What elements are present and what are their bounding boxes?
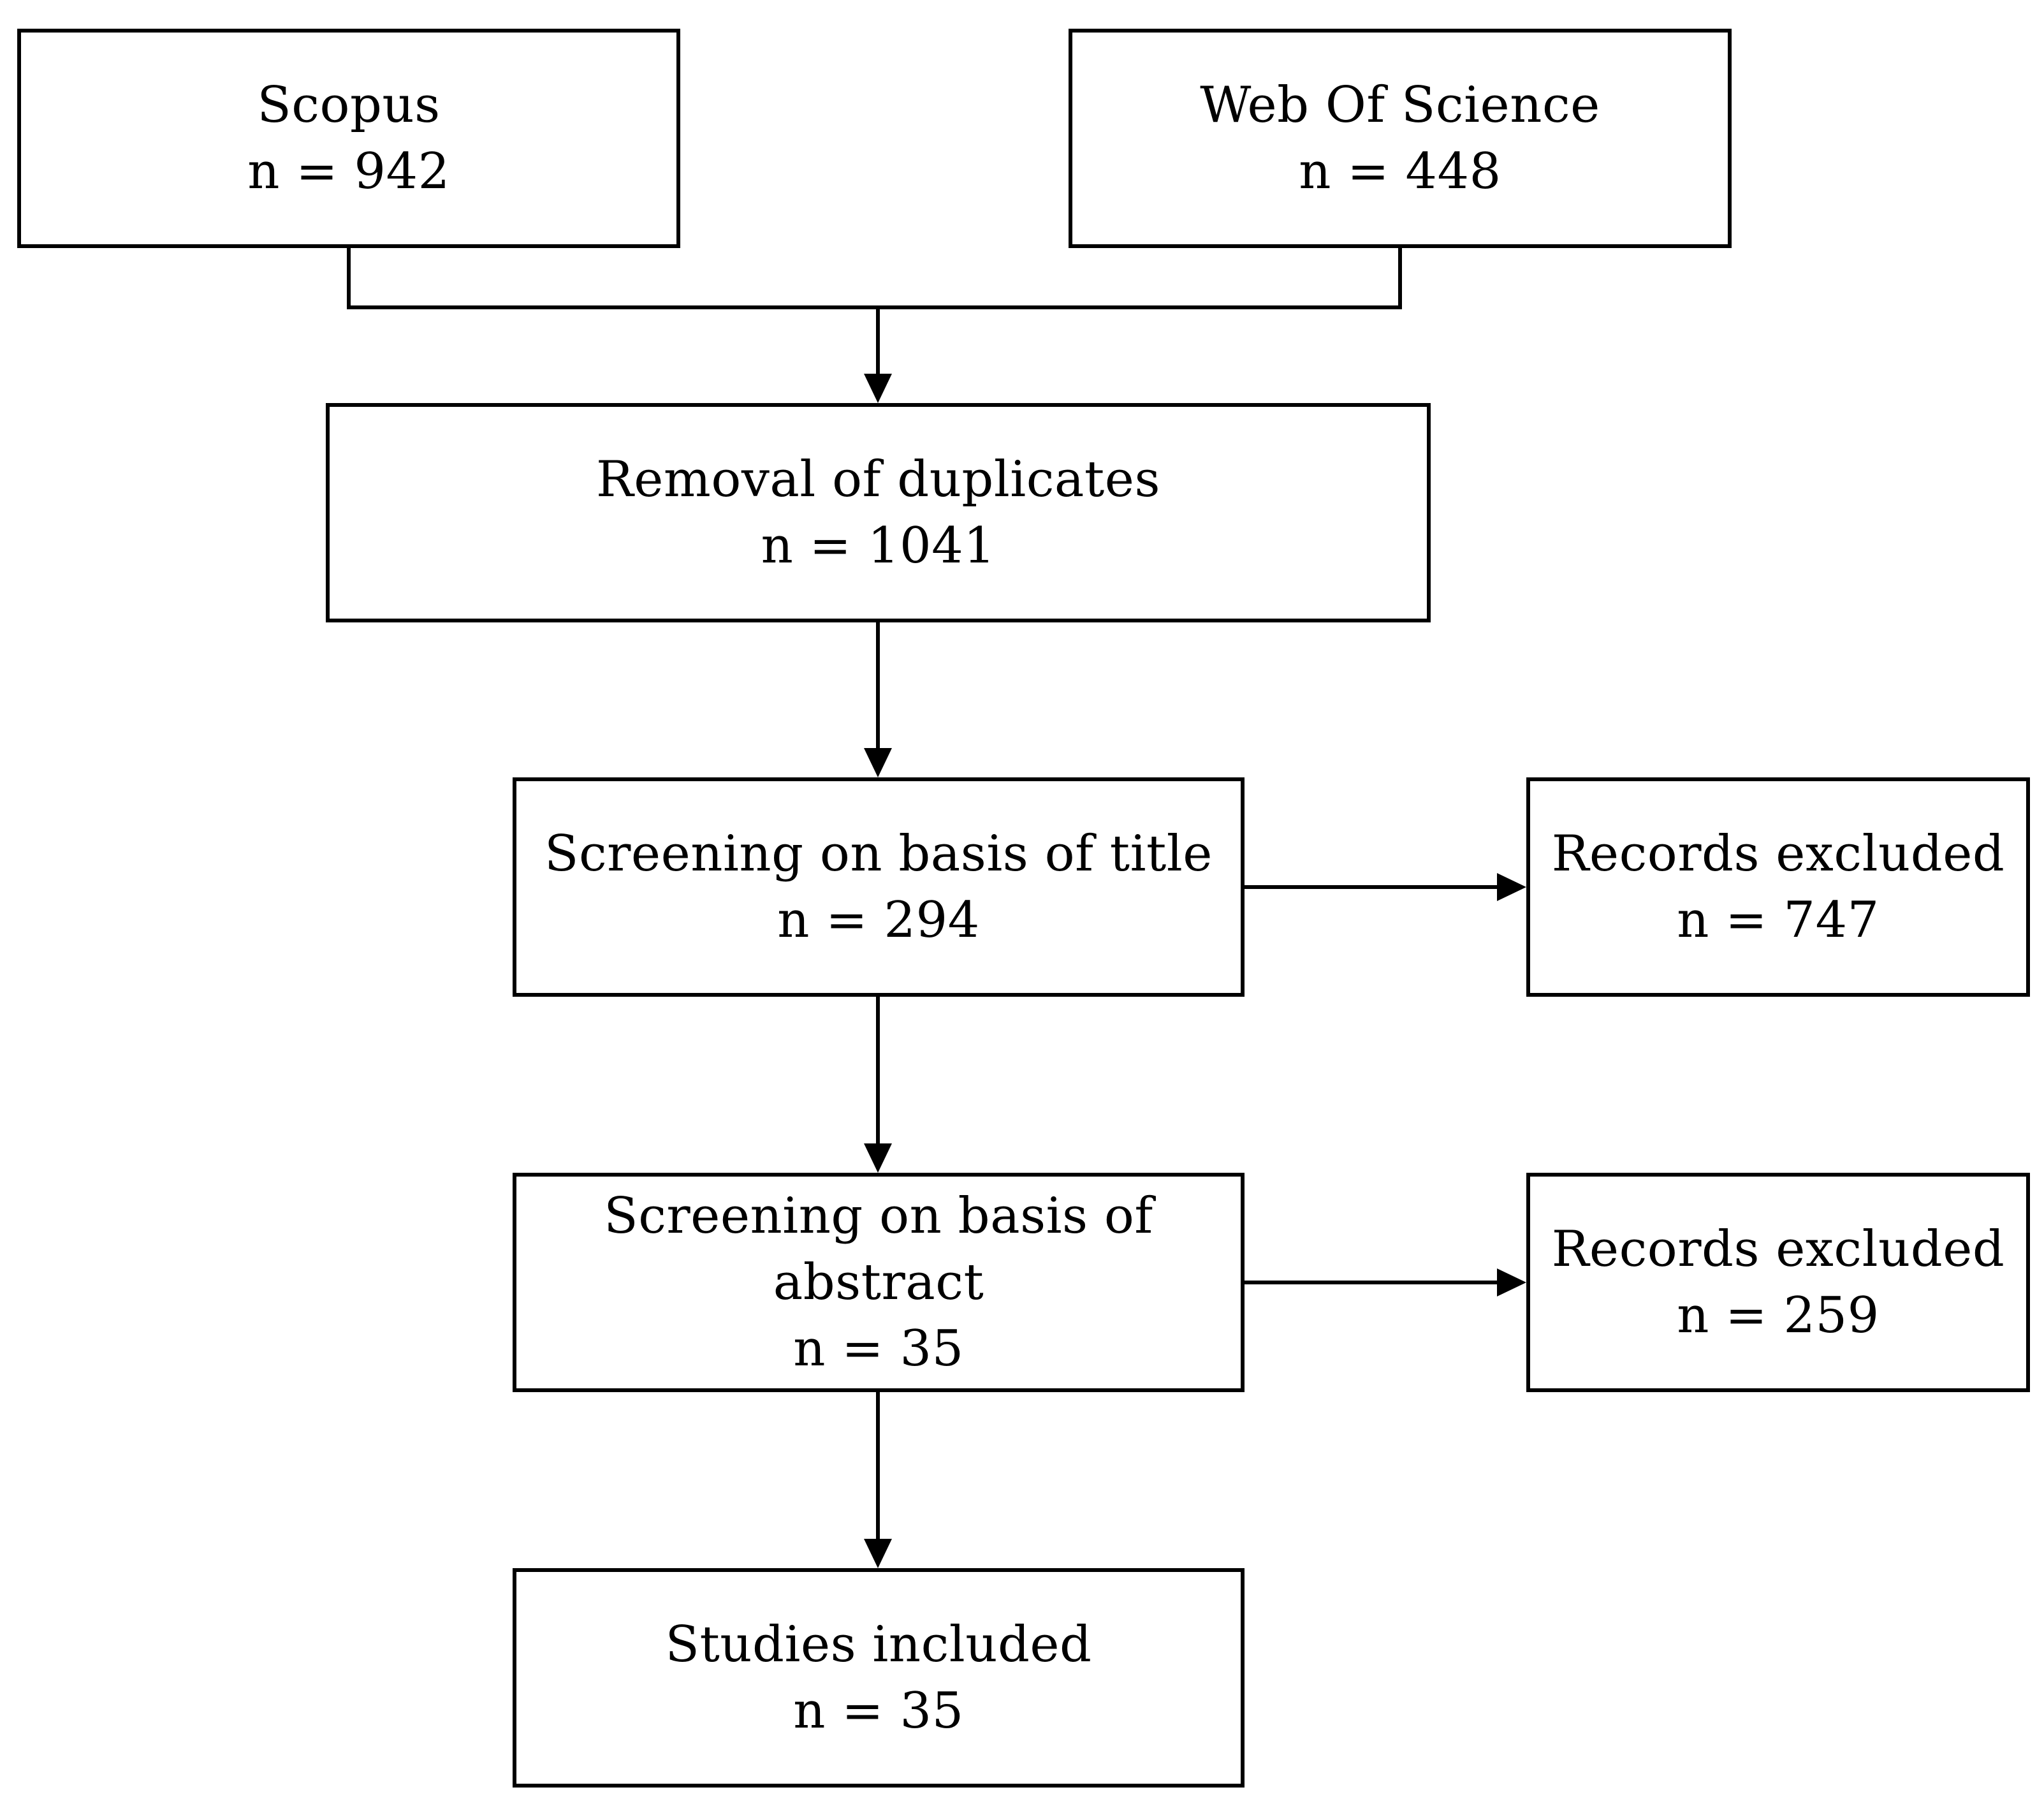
arrowhead-icon (864, 374, 892, 403)
web-of-science-source-box: Web Of Science n = 448 (1069, 29, 1732, 248)
step-label: Screening on basis of title (544, 825, 1213, 883)
title-screening-box: Screening on basis of title n = 294 (513, 777, 1245, 997)
abstract-screening-box: Screening on basis of abstract n = 35 (513, 1173, 1245, 1392)
arrowhead-icon (1497, 873, 1526, 901)
exclusion-count: n = 747 (1677, 892, 1880, 949)
step-label: Removal of duplicates (596, 451, 1160, 508)
merge-bracket-line (347, 248, 1402, 309)
source-count: n = 942 (247, 143, 450, 200)
source-label: Web Of Science (1200, 77, 1600, 134)
step-count: n = 35 (793, 1320, 964, 1377)
records-excluded-abstract-box: Records excluded n = 259 (1526, 1173, 2030, 1392)
exclusion-count: n = 259 (1677, 1287, 1880, 1344)
exclusion-label: Records excluded (1551, 1221, 2005, 1278)
source-count: n = 448 (1299, 143, 1501, 200)
arrowhead-icon (864, 1143, 892, 1173)
step-count: n = 35 (793, 1682, 964, 1740)
step-count: n = 1041 (761, 517, 996, 575)
arrowhead-icon (1497, 1268, 1526, 1296)
arrowhead-icon (864, 748, 892, 777)
step-label-line1: Screening on basis of (604, 1187, 1153, 1245)
exclusion-label: Records excluded (1551, 825, 2005, 883)
removal-of-duplicates-box: Removal of duplicates n = 1041 (326, 403, 1431, 622)
step-label-line2: abstract (773, 1254, 984, 1311)
arrowhead-icon (864, 1539, 892, 1568)
records-excluded-title-box: Records excluded n = 747 (1526, 777, 2030, 997)
studies-included-box: Studies included n = 35 (513, 1568, 1245, 1788)
step-label: Studies included (665, 1616, 1092, 1673)
step-count: n = 294 (777, 892, 980, 949)
source-label: Scopus (257, 77, 441, 134)
scopus-source-box: Scopus n = 942 (17, 29, 680, 248)
